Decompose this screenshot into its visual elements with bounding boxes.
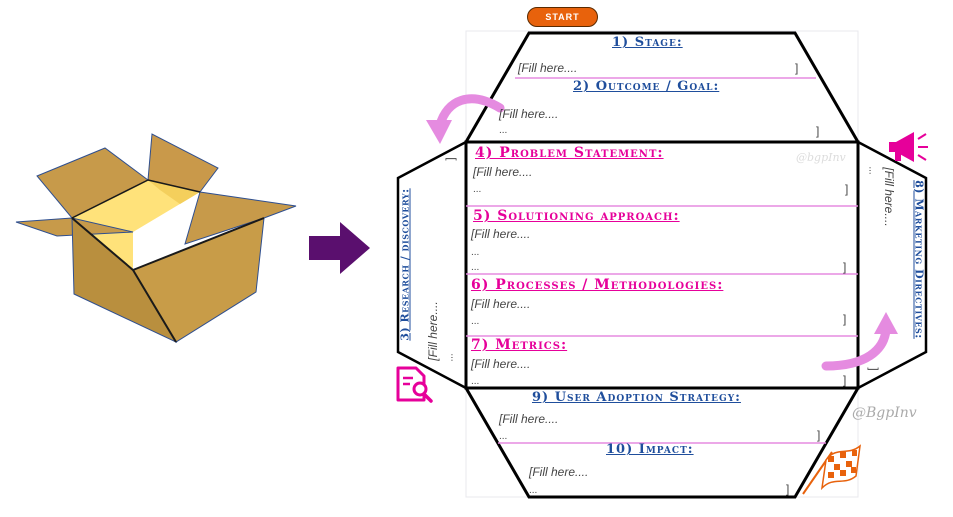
problem-fill-close: ] xyxy=(845,182,849,196)
solutioning-heading: 5) Solutioning approach: xyxy=(473,208,680,224)
megaphone-icon xyxy=(889,132,928,162)
impact-fill-field[interactable]: [Fill here.... xyxy=(529,465,589,479)
document-search-icon xyxy=(396,366,433,403)
outcome-fill-close: ] xyxy=(816,124,820,138)
impact-heading: 10) Impact: xyxy=(606,442,694,457)
processes-fill-close: ] xyxy=(843,312,847,326)
problem-dots: ... xyxy=(473,184,482,195)
checkered-flag-icon xyxy=(802,444,861,495)
adoption-fill-field[interactable]: [Fill here.... xyxy=(499,412,559,426)
research-fill-close: ] xyxy=(443,157,457,161)
solutioning-fill-field[interactable]: [Fill here.... xyxy=(471,227,531,241)
outcome-heading: 2) Outcome / Goal: xyxy=(573,79,720,94)
problem-heading: 4) Problem Statement: xyxy=(475,145,664,161)
marketing-dots: ... xyxy=(866,166,878,175)
curved-arrow-left-icon xyxy=(426,94,505,144)
research-fill-field[interactable]: [Fill here.... xyxy=(426,301,440,361)
adoption-heading: 9) User Adoption Strategy: xyxy=(532,390,741,405)
stage-fill-field[interactable]: [Fill here.... xyxy=(518,61,578,75)
processes-dots: ... xyxy=(471,316,480,327)
processes-heading: 6) Processes / Methodologies: xyxy=(471,277,724,293)
impact-fill-close: ] xyxy=(786,482,790,496)
research-heading: 3) Research / discovery: xyxy=(398,188,412,341)
faint-watermark: @bgpInv xyxy=(796,151,846,164)
outcome-dots: ... xyxy=(499,125,508,136)
metrics-fill-close: ] xyxy=(843,373,847,387)
open-cardboard-box-icon xyxy=(15,133,297,344)
start-badge: START xyxy=(527,7,598,27)
research-dots: ... xyxy=(444,353,456,362)
right-arrow-icon xyxy=(309,222,370,274)
processes-fill-field[interactable]: [Fill here.... xyxy=(471,297,531,311)
solutioning-dots-1: ... xyxy=(471,247,480,258)
metrics-dots: ... xyxy=(471,376,480,387)
stage-heading: 1) Stage: xyxy=(612,35,683,50)
adoption-fill-close: ] xyxy=(817,428,821,442)
metrics-fill-field[interactable]: [Fill here.... xyxy=(471,357,531,371)
marketing-heading: 8) Marketing Directives: xyxy=(912,180,926,339)
watermark: @BgpInv xyxy=(852,405,917,421)
marketing-fill-close: ] xyxy=(867,367,881,371)
metrics-heading: 7) Metrics: xyxy=(471,337,568,353)
marketing-fill-field[interactable]: [Fill here.... xyxy=(882,167,896,227)
outcome-fill-field[interactable]: [Fill here.... xyxy=(499,107,559,121)
adoption-dots: ... xyxy=(499,431,508,442)
impact-dots: ... xyxy=(529,485,538,496)
solutioning-dots-2: ... xyxy=(471,262,480,273)
solutioning-fill-close: ] xyxy=(843,260,847,274)
problem-fill-field[interactable]: [Fill here.... xyxy=(473,165,533,179)
stage-fill-close: ] xyxy=(795,61,799,75)
curved-arrow-up-icon xyxy=(821,312,898,371)
start-label: START xyxy=(545,12,580,22)
